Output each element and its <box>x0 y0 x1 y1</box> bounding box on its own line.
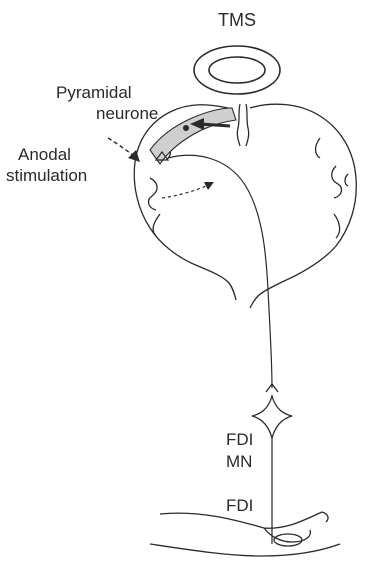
tms-coil <box>194 46 280 94</box>
arrow-anodal <box>108 138 140 162</box>
fdi-muscle-label: FDI <box>226 496 253 516</box>
tms-label: TMS <box>218 10 256 30</box>
arrow-subcortical <box>162 182 214 198</box>
corticospinal-axon <box>168 155 272 388</box>
anodal-label-line2: stimulation <box>6 166 87 186</box>
pyramidal-label-line2: neurone <box>96 104 158 124</box>
fdi-mn-label-line2: MN <box>226 452 252 472</box>
anodal-label-line1: Anodal <box>18 145 71 165</box>
fdi-motoneuron <box>252 396 292 438</box>
hand-drawing <box>150 512 340 556</box>
fdi-mn-label-line1: FDI <box>226 430 253 450</box>
pyramidal-label-line1: Pyramidal <box>56 83 132 103</box>
